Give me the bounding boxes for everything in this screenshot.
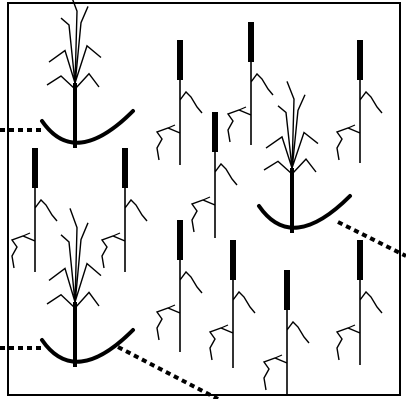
diagram-frame xyxy=(7,2,401,396)
cattail-plant xyxy=(190,112,238,238)
shrub-with-basin xyxy=(40,0,135,148)
cattail-plant xyxy=(208,240,256,368)
cattail-plant-group xyxy=(10,22,383,395)
cattail-plant xyxy=(10,148,58,272)
dotted-boundary-lines xyxy=(0,128,406,399)
cattail-plant xyxy=(100,148,148,272)
cattail-plant xyxy=(226,22,274,145)
shrub-with-basin xyxy=(257,81,352,233)
cattail-plant xyxy=(335,240,383,365)
shrub-with-basin xyxy=(40,208,135,367)
cattail-plant xyxy=(335,40,383,163)
cattail-plant xyxy=(155,220,203,352)
shrub-group xyxy=(40,0,352,367)
dotted-line-right xyxy=(337,220,406,258)
dotted-line-bottom xyxy=(117,345,219,399)
cattail-plant xyxy=(262,270,310,395)
cattail-plant xyxy=(155,40,203,165)
